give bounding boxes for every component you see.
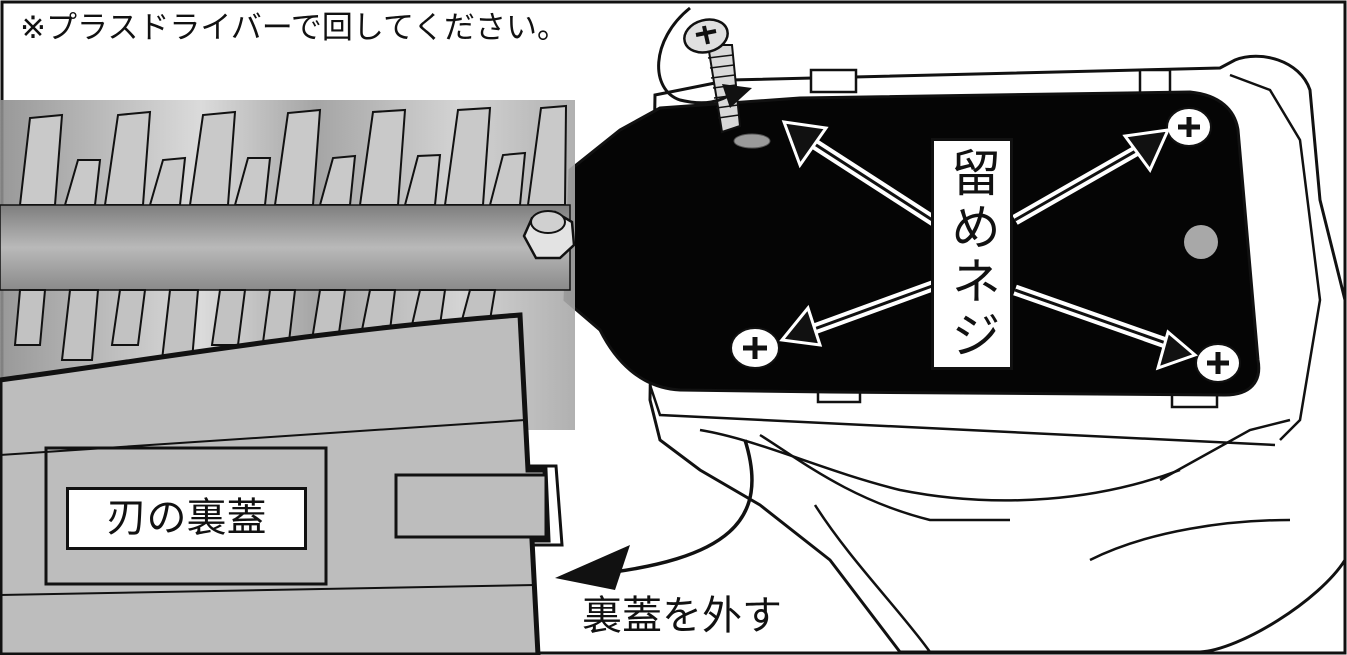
remove-back-cover-label: 裏蓋を外す (582, 593, 782, 639)
double-arrow-icon (1013, 284, 1198, 371)
hex-nut (522, 210, 576, 260)
screw-hole-empty (733, 133, 771, 149)
rotation-arrow-icon (657, 6, 752, 108)
phillips-screw-head-icon (730, 327, 780, 369)
phillips-screw-head-icon (1195, 343, 1241, 383)
double-arrow-icon (779, 279, 937, 347)
curved-arrow-icon (555, 439, 754, 590)
screw-hole-center (1184, 225, 1218, 259)
blade-back-cover (0, 312, 564, 655)
instruction-note: ※プラスドライバーで回してください。 (20, 10, 569, 46)
fixing-screws-label: 留めネジ (943, 147, 1001, 363)
phillips-screw-head-icon (1166, 107, 1212, 147)
blade-back-cover-label-box: 刃の裏蓋 (66, 487, 307, 550)
fixing-screws-label-box: 留めネジ (931, 138, 1013, 370)
double-arrow-icon (1012, 128, 1171, 225)
double-arrow-icon (781, 120, 943, 230)
blade-back-cover-label: 刃の裏蓋 (106, 495, 267, 541)
